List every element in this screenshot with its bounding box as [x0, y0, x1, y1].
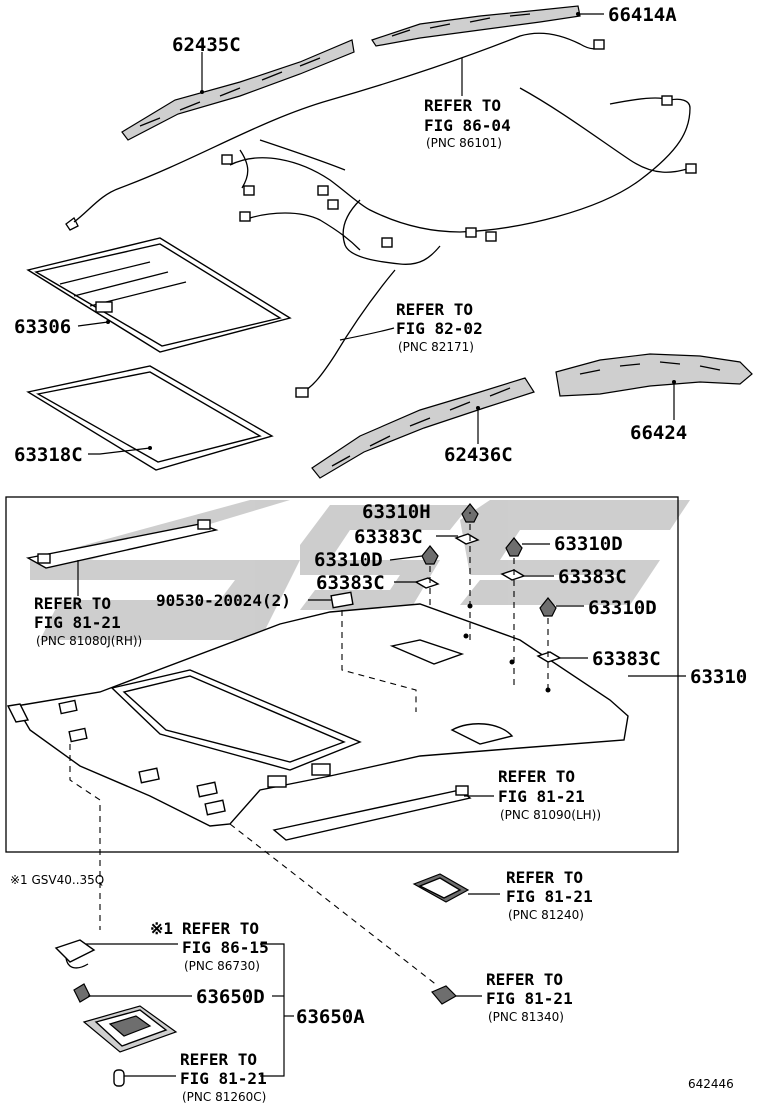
refer-line2: FIG 81-21 — [180, 1069, 267, 1088]
headliner-63310 — [6, 603, 629, 827]
refer-line2: FIG 81-21 — [34, 613, 121, 632]
refer-line1: REFER TO — [34, 594, 111, 613]
refer-line2: FIG 81-21 — [498, 787, 585, 806]
bulb-81260c — [113, 1069, 125, 1087]
refer-pnc: (PNC 82171) — [398, 340, 474, 354]
refer-line2: FIG 81-21 — [506, 887, 593, 906]
refer-pnc: (PNC 86101) — [426, 136, 502, 150]
refer-line1: REFER TO — [486, 970, 563, 989]
label-66414a: 66414A — [608, 4, 677, 26]
label-63306: 63306 — [14, 316, 71, 338]
refer-line1: REFER TO — [424, 96, 501, 115]
holder-lh — [272, 785, 472, 841]
refer-fig-81-21-rh: REFER TO FIG 81-21 (PNC 81080J(RH)) — [34, 594, 142, 648]
label-66424: 66424 — [630, 422, 687, 444]
clips — [330, 503, 562, 663]
refer-line1: REFER TO — [506, 868, 583, 887]
switch-86730 — [54, 939, 96, 969]
pad-66424 — [555, 353, 753, 397]
refer-line2: FIG 86-15 — [182, 938, 269, 957]
leader-lines — [77, 12, 686, 1077]
label-63318c: 63318C — [14, 444, 83, 466]
label-63383c-3: 63383C — [558, 566, 627, 588]
headlining-frame — [5, 496, 679, 853]
label-63650a: 63650A — [296, 1006, 365, 1028]
refer-pnc: (PNC 81240) — [508, 908, 584, 922]
refer-pnc: (PNC 86730) — [184, 959, 260, 973]
refer-pnc: (PNC 81090(LH)) — [500, 808, 601, 822]
refer-pnc: (PNC 81080J(RH)) — [36, 634, 142, 648]
refer-line1: REFER TO — [182, 919, 259, 938]
label-63383c-4: 63383C — [592, 648, 661, 670]
refer-line1: REFER TO — [180, 1050, 257, 1069]
figure-code: 642446 — [688, 1077, 734, 1091]
label-63650d: 63650D — [196, 986, 265, 1008]
label-63310: 63310 — [690, 666, 747, 688]
refer-line1: REFER TO — [396, 300, 473, 319]
note-mark: ※1 — [150, 919, 173, 938]
lamp-81340 — [431, 985, 457, 1005]
label-63383c-1: 63383C — [354, 526, 423, 548]
console-63650a — [82, 1005, 178, 1053]
applicability-note: ※1 GSV40..35Q — [10, 873, 104, 887]
refer-line1: REFER TO — [498, 767, 575, 786]
label-63310d-3: 63310D — [588, 597, 657, 619]
refer-fig-86-04: REFER TO FIG 86-04 (PNC 86101) — [424, 96, 511, 150]
refer-line2: FIG 82-02 — [396, 319, 483, 338]
sunshade-63306 — [26, 237, 292, 353]
refer-line2: FIG 81-21 — [486, 989, 573, 1008]
refer-fig-81-21-lh: REFER TO FIG 81-21 (PNC 81090(LH)) — [498, 767, 601, 822]
refer-pnc: (PNC 81260C) — [182, 1090, 266, 1104]
pad-62436c — [311, 377, 535, 479]
label-63310d-2: 63310D — [554, 533, 623, 555]
pad-62435c — [121, 39, 355, 141]
roof-wire-harness — [65, 32, 697, 398]
refer-line2: FIG 86-04 — [424, 116, 511, 135]
label-63310h: 63310H — [362, 501, 431, 523]
refer-fig-82-02: REFER TO FIG 82-02 (PNC 82171) — [396, 300, 483, 354]
seal-63318c — [26, 365, 274, 471]
label-62436c: 62436C — [444, 444, 513, 466]
refer-fig-86-15: ※1 REFER TO FIG 86-15 (PNC 86730) — [150, 919, 269, 973]
label-62435c: 62435C — [172, 34, 241, 56]
alignment-lines — [69, 524, 549, 987]
holder-rh — [25, 519, 219, 569]
label-90530: 90530-20024(2) — [156, 591, 291, 610]
watermark-logo — [30, 500, 690, 640]
lamp-81240 — [412, 873, 470, 903]
label-63310d-1: 63310D — [314, 549, 383, 571]
refer-fig-81-21-81240: REFER TO FIG 81-21 (PNC 81240) — [506, 868, 593, 922]
refer-fig-81-21-81340: REFER TO FIG 81-21 (PNC 81340) — [486, 970, 573, 1024]
pad-66414a — [371, 5, 581, 47]
bracket-63650d — [73, 983, 91, 1003]
label-63383c-2: 63383C — [316, 572, 385, 594]
refer-fig-81-21-81260c: REFER TO FIG 81-21 (PNC 81260C) — [180, 1050, 267, 1104]
refer-pnc: (PNC 81340) — [488, 1010, 564, 1024]
